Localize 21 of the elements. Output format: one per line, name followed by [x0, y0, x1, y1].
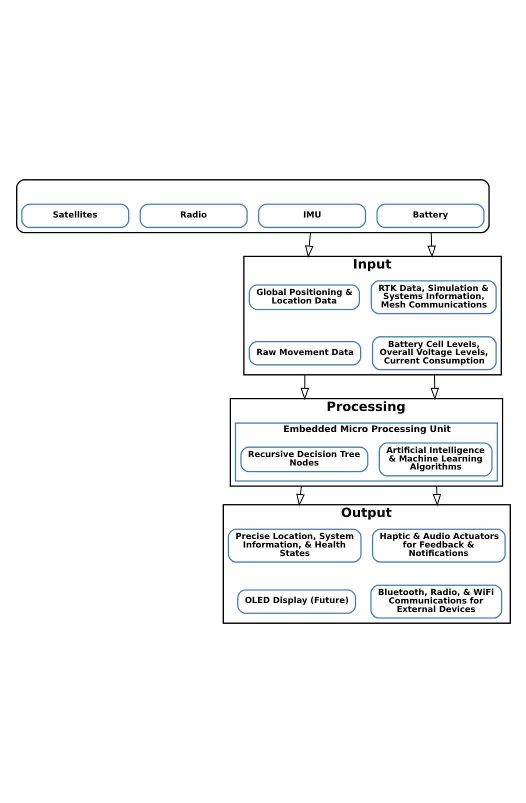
- node-box: Radio: [139, 204, 248, 228]
- node-box: Recursive Decision Tree Nodes: [240, 446, 368, 472]
- node-box: Satellites: [20, 204, 129, 228]
- arrow: [430, 374, 439, 400]
- node-box: RTK Data, Simulation & Systems Information, Mesh Communications: [370, 280, 496, 314]
- node-box: Artificial Intelligence & Machine Learning Algorithms: [378, 442, 492, 476]
- arrow: [426, 232, 436, 258]
- node-box: Battery: [376, 204, 484, 228]
- node-box: Bluetooth, Radio, & WiFi Communications for External Devices: [370, 584, 502, 619]
- node-box: IMU: [258, 204, 366, 228]
- arrow: [432, 486, 441, 506]
- node-box: Battery Cell Levels, Overall Voltage Levels, Current Consumption: [371, 336, 496, 370]
- node-box: Precise Location, System Information, & Health States: [227, 528, 362, 563]
- cluster: [16, 179, 490, 234]
- arrow: [304, 232, 314, 258]
- node-box: Haptic & Audio Actuators for Feedback & Notifications: [371, 528, 506, 563]
- node-box: OLED Display (Future): [236, 589, 356, 614]
- node-box: Global Positioning & Location Data: [248, 284, 360, 310]
- arrow: [296, 486, 304, 506]
- arrow: [300, 374, 309, 400]
- node-box: Raw Movement Data: [248, 341, 361, 366]
